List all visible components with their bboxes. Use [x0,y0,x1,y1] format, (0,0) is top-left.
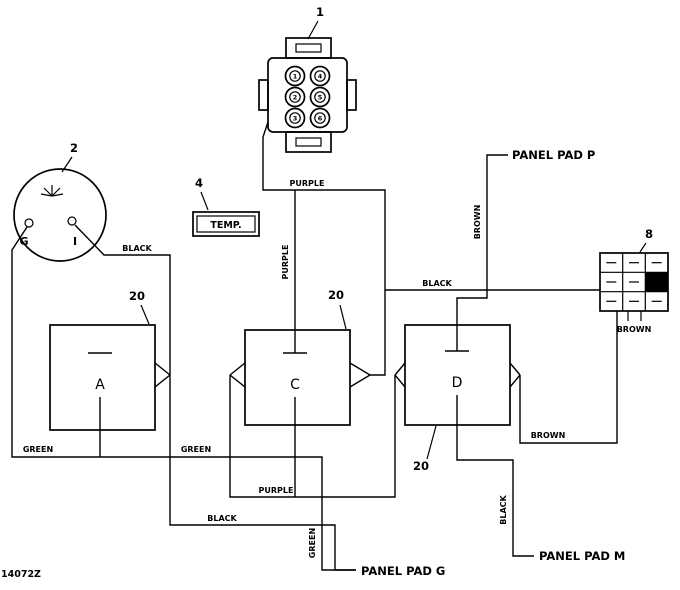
panel-pad-p-label: PANEL PAD P [512,148,595,162]
wire-label-green-pad-g: GREEN [308,528,317,558]
relay-c-letter: C [290,377,300,393]
wire-label-black-bottom: BLACK [207,514,237,523]
relay-d-letter: D [452,375,463,391]
pin-4: 4 [318,73,323,81]
wire-label-brown-relay: BROWN [531,431,566,440]
wire-labels: PURPLE PURPLE PURPLE BLACK BLACK BLACK B… [23,179,565,558]
relay-d: 20 D [394,324,521,473]
wire-brown-pad-p [456,154,508,325]
connector-body [267,57,348,133]
callout-switch: 2 [70,141,78,155]
callout-block: 8 [645,227,653,241]
wire-green [11,226,356,571]
callout-relay-c-leader [339,304,347,330]
key-switch-2: 2 G I [13,141,107,262]
temp-inner-box [196,215,256,233]
callout-relay-a: 20 [129,289,145,303]
connector-bottom-slot [295,137,322,147]
temp-label: TEMP. [210,220,241,231]
connector-top-tab [285,37,332,59]
terminal-i [67,216,77,226]
wire-label-purple-bottom: PURPLE [259,486,294,495]
relay-c-box [244,329,351,426]
terminal-i-label: I [73,235,77,248]
pin-2: 2 [293,94,298,102]
callout-connector: 1 [316,5,324,19]
pin-6: 6 [318,115,323,123]
connector-pins: 1 4 2 5 3 6 [284,65,331,129]
wire-brown-relay [519,311,618,444]
callout-temp-leader [200,191,209,211]
wire-label-green-left: GREEN [23,445,53,454]
wires [11,121,618,571]
temp-outer-box [192,211,260,237]
wire-label-green-mid: GREEN [181,445,211,454]
relay-c: 20 C [229,288,371,426]
relay-a: 20 A [49,289,171,431]
connector-1: 1 1 4 2 5 3 6 [258,5,357,153]
terminal-block-8: 8 BROWN [599,227,669,334]
relay-a-box [49,324,156,431]
panel-pad-g-label: PANEL PAD G [361,564,445,578]
relay-d-left-contact [394,362,406,388]
wire-label-black-switch: BLACK [122,244,152,253]
pin-5: 5 [318,94,323,102]
wire-black-switch [74,224,356,571]
connector-top-slot [295,43,322,53]
terminal-g [24,218,34,228]
relay-d-right-contact [509,362,521,388]
connector-right-tab [346,79,357,111]
wire-label-purple-coil: PURPLE [281,245,290,280]
relay-c-left-contact [229,362,246,388]
wire-label-black-pad-m: BLACK [499,494,508,524]
figure-code: 14072Z [1,569,41,580]
indicator-lamp-icon [40,185,64,197]
relay-a-right-contact [154,362,171,388]
pin-3: 3 [293,115,298,123]
callout-relay-d-leader [426,425,437,460]
relay-c-right-contact [349,362,371,388]
wire-label-brown-block: BROWN [617,325,652,334]
wire-purple-bottom [229,375,396,498]
callout-relay-c: 20 [328,288,344,302]
block-filled-cell [645,272,668,292]
wire-purple-top [262,121,386,376]
callout-temp: 4 [195,176,203,190]
wire-black-pad-m [456,425,534,557]
callout-relay-a-leader [140,304,150,325]
wire-label-black-mid: BLACK [422,279,452,288]
callout-block-leader [639,242,647,253]
switch-body [13,168,107,262]
connector-bottom-tab [285,131,332,153]
terminal-g-label: G [19,235,28,248]
pin-1: 1 [293,73,298,81]
callout-relay-d: 20 [413,459,429,473]
relay-a-letter: A [95,377,105,393]
wire-label-brown-pad-p: BROWN [473,205,482,240]
block-cell-ticks [606,262,662,302]
panel-pads: PANEL PAD P PANEL PAD M PANEL PAD G [361,148,625,578]
connector-left-tab [258,79,269,111]
wire-label-purple-top: PURPLE [290,179,325,188]
temp-lamp-4: 4 TEMP. [192,176,260,237]
callout-connector-leader [307,20,319,40]
panel-pad-m-label: PANEL PAD M [539,549,625,563]
